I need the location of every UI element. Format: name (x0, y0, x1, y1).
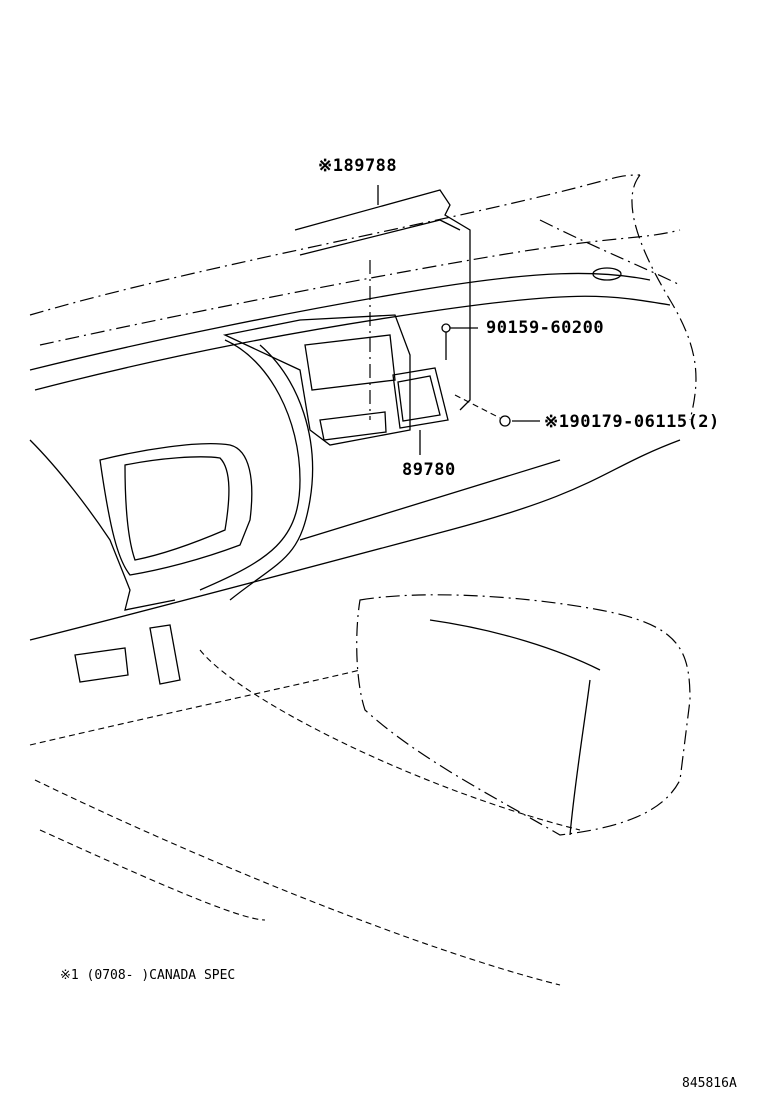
label-89788: ※189788 (318, 156, 398, 176)
seat-outline (356, 594, 691, 836)
glove-box-inner (124, 456, 230, 561)
diagram-id: 845816A (682, 1076, 737, 1091)
floor-line-3 (39, 829, 266, 921)
pedal-right (149, 624, 181, 685)
ecu-89780 (392, 367, 449, 429)
floor-line-2 (34, 779, 561, 986)
center-slot (319, 411, 387, 441)
nut-icon (499, 415, 511, 427)
label-89780: 89780 (402, 460, 456, 480)
floor-line-1 (29, 669, 361, 746)
nut-guide (454, 394, 501, 419)
dash-lower-line-2 (299, 459, 561, 541)
dash-upper-panel (29, 272, 651, 371)
steering-column-cover (199, 339, 301, 591)
left-lower-panel (29, 439, 176, 611)
dash-lower-line (29, 439, 681, 641)
bracket-89788 (294, 189, 471, 411)
windshield-edge (29, 174, 641, 316)
speaker-vent (592, 267, 622, 281)
footnote: ※1 (0708- )CANADA SPEC (60, 968, 236, 983)
label-90159-60200: 90159-60200 (486, 318, 605, 338)
steering-column-cover-inner (229, 344, 314, 601)
dash-upper-panel-2 (34, 295, 671, 391)
seat-side (569, 679, 591, 836)
seat-cushion-line (429, 619, 601, 671)
pillar-line (539, 219, 681, 286)
label-90179-06115: ※190179-06115(2) (544, 412, 720, 432)
floor-line-4 (199, 649, 581, 831)
dash-right-curve (631, 174, 697, 421)
ecu-89780-inner (397, 375, 441, 422)
bolt-icon (441, 323, 451, 333)
dash-top-line (39, 229, 681, 346)
pedal-left (74, 647, 129, 683)
center-cluster (222, 314, 411, 446)
bracket-89788-inner (299, 219, 461, 256)
glove-box (99, 443, 253, 576)
center-vent (304, 334, 396, 391)
